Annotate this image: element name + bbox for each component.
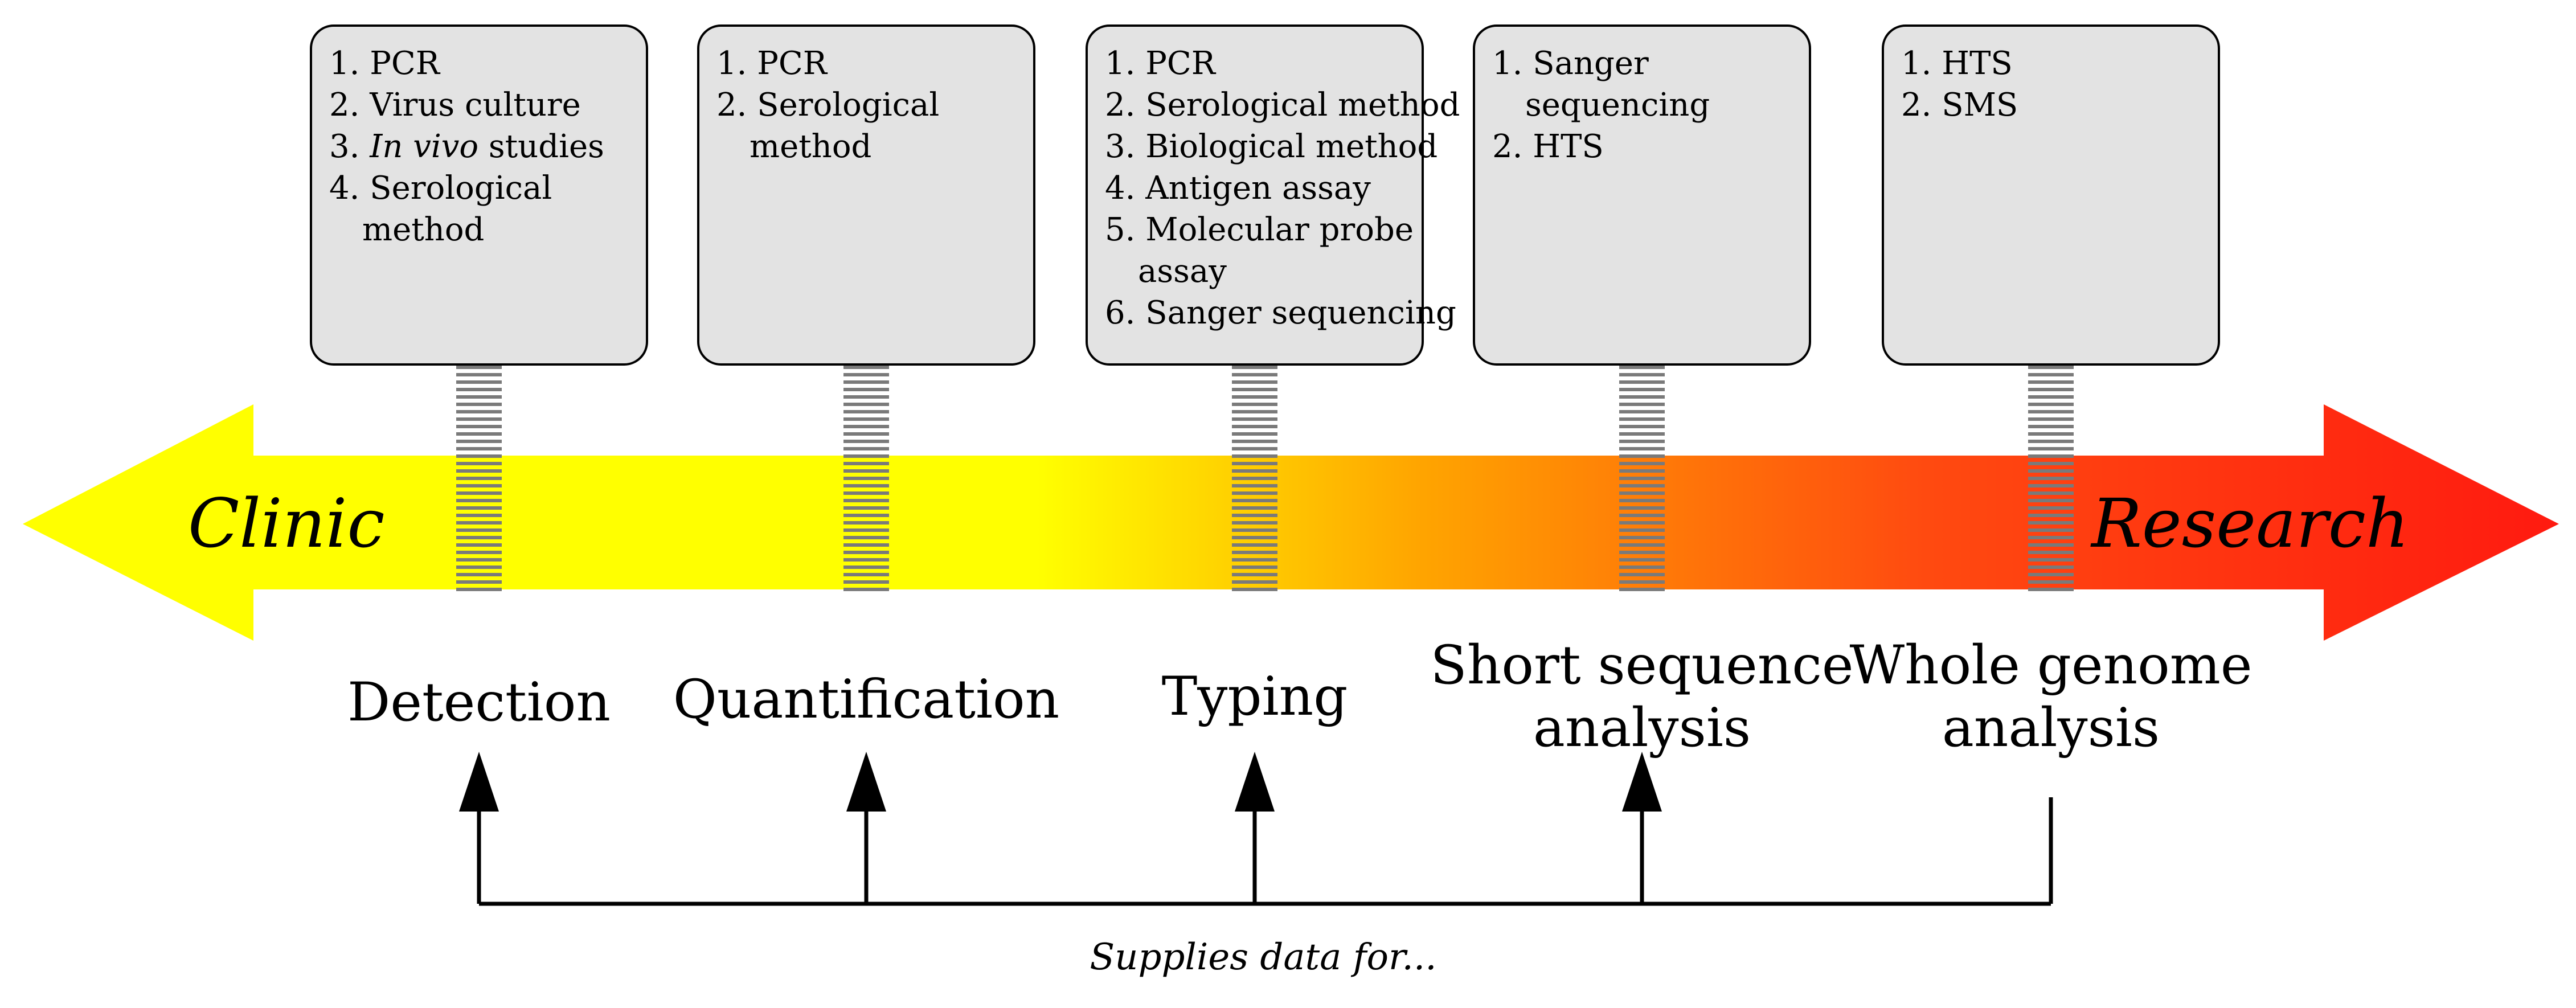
arrowhead-typing bbox=[1235, 752, 1275, 812]
method-text: 1. Sanger bbox=[1492, 45, 1649, 82]
method-box-bg bbox=[1882, 24, 2220, 366]
method-text: 2. Serological bbox=[716, 87, 939, 124]
stage-labels: Detection Quantification Typing Short seque… bbox=[347, 634, 2253, 759]
stage-label-line: analysis bbox=[1942, 697, 2160, 759]
method-box-2: 1. PCR 2. Serological method bbox=[697, 24, 1035, 366]
method-box-3: 1. PCR 2. Serological method 3. Biological… bbox=[1086, 24, 1460, 366]
stage-label-line: Short sequence bbox=[1430, 634, 1853, 696]
method-box-5: 1. HTS 2. SMS bbox=[1882, 24, 2220, 366]
research-label: Research bbox=[2090, 484, 2409, 563]
method-text: method bbox=[362, 211, 484, 248]
method-text: 6. Sanger sequencing bbox=[1105, 294, 1456, 331]
bracket-arrowheads bbox=[459, 752, 1662, 812]
method-text: 1. PCR bbox=[329, 45, 441, 82]
connector-4 bbox=[1619, 366, 1665, 591]
method-line: 2. HTS bbox=[1492, 128, 1604, 165]
method-line: 2. Virus culture bbox=[329, 87, 581, 124]
method-text: method bbox=[750, 128, 871, 165]
method-boxes: 1. PCR 2. Virus culture 3. In vivo studies… bbox=[310, 24, 2220, 366]
method-line: 1. PCR bbox=[329, 45, 441, 82]
method-text: 1. PCR bbox=[1105, 45, 1217, 82]
stage-label-line: Typing bbox=[1162, 666, 1348, 728]
method-box-bg bbox=[1473, 24, 1811, 366]
stage-label-line: Whole genome bbox=[1849, 634, 2252, 696]
method-line: 1. PCR bbox=[1105, 45, 1217, 82]
method-text: 2. Serological method bbox=[1105, 87, 1460, 124]
method-text: sequencing bbox=[1525, 87, 1710, 124]
stage-3: Typing bbox=[1162, 666, 1348, 728]
arrowhead-short-sequence bbox=[1622, 752, 1662, 812]
method-text: 3. bbox=[329, 128, 370, 165]
clinic-research-arrow bbox=[23, 404, 2559, 641]
method-text: In vivo bbox=[369, 128, 478, 165]
method-text: studies bbox=[478, 128, 604, 165]
method-line: 2. SMS bbox=[1901, 87, 2018, 124]
method-line: 6. Sanger sequencing bbox=[1105, 294, 1456, 331]
arrowhead-detection bbox=[459, 752, 499, 812]
method-line: method bbox=[750, 128, 871, 165]
method-line: 1. Sanger bbox=[1492, 45, 1649, 82]
method-line: assay bbox=[1138, 253, 1227, 290]
method-line: 4. Antigen assay bbox=[1105, 170, 1371, 207]
method-line: 2. Serological method bbox=[1105, 87, 1460, 124]
method-text: 5. Molecular probe bbox=[1105, 211, 1414, 248]
arrowhead-quantification bbox=[846, 752, 886, 812]
method-text: 1. HTS bbox=[1901, 45, 2013, 82]
method-line: method bbox=[362, 211, 484, 248]
connector-2 bbox=[843, 366, 889, 591]
supplies-bracket bbox=[477, 797, 2053, 906]
stage-label-line: Quantification bbox=[673, 669, 1059, 731]
method-text: 3. Biological method bbox=[1105, 128, 1438, 165]
method-text: 1. PCR bbox=[716, 45, 828, 82]
method-box-bg bbox=[310, 24, 648, 366]
method-box-bg bbox=[1086, 24, 1424, 366]
stage-label-line: Detection bbox=[347, 671, 611, 734]
method-text: 2. SMS bbox=[1901, 87, 2018, 124]
supplies-caption: Supplies data for... bbox=[1090, 936, 1436, 978]
clinic-label: Clinic bbox=[188, 484, 385, 563]
method-box-4: 1. Sanger sequencing 2. HTS bbox=[1473, 24, 1811, 366]
method-line: 2. Serological bbox=[716, 87, 939, 124]
method-text: 4. Antigen assay bbox=[1105, 170, 1371, 207]
method-line: sequencing bbox=[1525, 87, 1710, 124]
method-text: assay bbox=[1138, 253, 1227, 290]
connector-3 bbox=[1232, 366, 1277, 591]
box-connectors bbox=[456, 366, 2074, 591]
method-box-1: 1. PCR 2. Virus culture 3. In vivo studies… bbox=[310, 24, 648, 366]
stage-2: Quantification bbox=[673, 669, 1059, 731]
method-text: 2. HTS bbox=[1492, 128, 1604, 165]
method-line: 5. Molecular probe bbox=[1105, 211, 1414, 248]
method-text: 4. Serological bbox=[329, 170, 552, 207]
method-line: 3. In vivo studies bbox=[329, 128, 604, 165]
method-box-bg bbox=[697, 24, 1035, 366]
connector-1 bbox=[456, 366, 502, 591]
method-line: 3. Biological method bbox=[1105, 128, 1438, 165]
connector-5 bbox=[2028, 366, 2074, 591]
method-line: 1. PCR bbox=[716, 45, 828, 82]
method-text: 2. Virus culture bbox=[329, 87, 581, 124]
method-line: 4. Serological bbox=[329, 170, 552, 207]
stage-1: Detection bbox=[347, 671, 611, 734]
method-line: 1. HTS bbox=[1901, 45, 2013, 82]
stage-label-line: analysis bbox=[1533, 697, 1751, 759]
